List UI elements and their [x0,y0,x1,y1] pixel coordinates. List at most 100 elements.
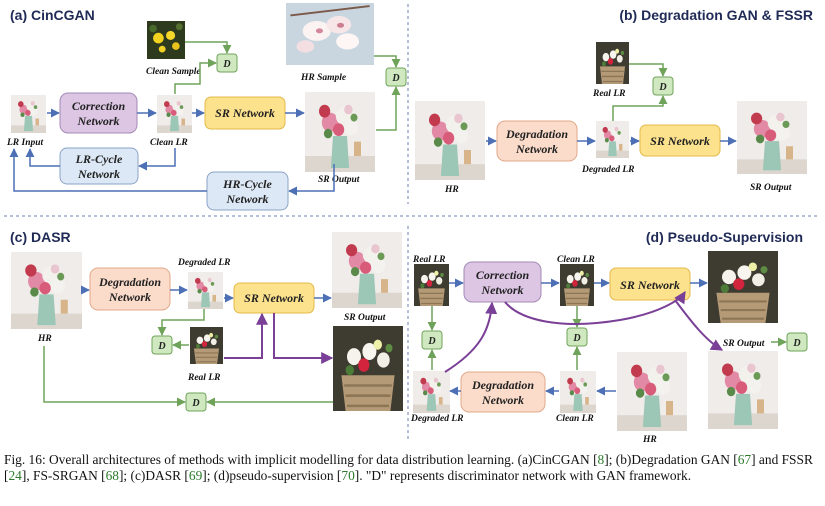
hr-image [11,252,82,329]
sr-network-label: SR Network [650,134,710,148]
discriminator-label: D [391,73,399,84]
figure-caption: Fig. 16: Overall architectures of method… [4,452,818,484]
panel-a-title: (a) CinCGAN [10,7,95,23]
lr-cycle-label-line2: Network [77,167,120,181]
citation-link[interactable]: 68 [105,468,119,483]
clean-lr-bottom-label: Clean LR [556,414,594,424]
sr-output-image [305,92,375,172]
degradation-network-label-line2: Network [515,142,558,156]
sr-network-label: SR Network [620,278,680,292]
discriminator-box [421,330,443,350]
arrow [629,63,668,77]
clean-sample-image [147,21,185,60]
arrow [157,309,205,336]
real-lr-label: Real LR [412,255,445,265]
hr-label: HR [37,334,52,344]
sr-output-label: SR Output [723,339,765,349]
discriminator-label: D [191,398,199,409]
arrow [273,313,334,364]
arrow [43,346,186,407]
lr-input-image [11,95,47,133]
clean-lr-top-label: Clean LR [557,255,595,265]
degradation-network-label-line2: Network [481,393,524,407]
clean-lr-top-image [559,263,595,307]
citation-link[interactable]: 70 [341,468,355,483]
arrow [25,148,60,167]
hr-sample-image [284,1,376,67]
degraded-lr-image [413,371,450,413]
degradation-network-label-line1: Degradation [98,275,161,289]
arrow [674,299,724,351]
panel-d-title: (d) Pseudo-Supervision [646,229,803,245]
discriminator-box [385,67,407,87]
discriminator-label: D [572,333,580,344]
real-lr-label: Real LR [592,89,625,99]
citation-link[interactable]: 69 [188,468,203,483]
degradation-network-box [89,267,171,311]
hr-label: HR [444,185,459,195]
discriminator-label: D [427,336,435,347]
hr-vase-image [708,351,778,429]
sr-output-basket-image [706,249,780,325]
caption-text: ]; (c)DASR [ [118,468,189,483]
clean-sample-label: Clean Sample [146,67,201,77]
panel-dasr: (c) DASR HR Degraded LR SR Output Real L… [10,229,405,413]
arrow [376,86,401,131]
citation-link[interactable]: 8 [597,452,605,467]
discriminator-box [185,392,207,412]
degraded-lr-label: Degraded LR [177,258,231,268]
sr-network-label: SR Network [244,291,304,305]
hr-label: HR [642,435,657,445]
sr-network-label: SR Network [215,106,275,120]
degradation-network-label-line1: Degradation [471,378,534,392]
arrow [612,95,668,121]
real-lr-label: Real LR [187,373,220,383]
correction-network-label-line1: Correction [476,268,530,282]
hr-cycle-label-line2: Network [226,192,269,206]
sr-output-image [737,101,807,174]
caption-text: ]; (b)Degradation GAN [ [604,452,738,467]
discriminator-label: D [792,338,800,349]
discriminator-label: D [157,341,165,352]
caption-text: ], FS-SRGAN [ [21,468,106,483]
citation-link[interactable]: 67 [737,452,752,467]
arrow [288,164,335,196]
degraded-lr-label: Degraded LR [581,165,635,175]
panel-b-title: (b) Degradation GAN & FSSR [619,7,813,23]
panel-cincgan: (a) CinCGAN Clean Sample HR Sample LR In… [6,1,407,211]
discriminator-box [652,76,674,96]
sr-output-label: SR Output [344,313,386,323]
arrow [174,58,217,94]
caption-text: ]; (d)pseudo-supervision [ [202,468,342,483]
hr-cycle-label-line1: HR-Cycle [222,177,272,191]
real-lr-image [413,263,450,307]
discriminator-box [786,332,808,352]
clean-lr-image [157,95,192,133]
architecture-diagram: (a) CinCGAN Clean Sample HR Sample LR In… [4,1,820,445]
panel-c-title: (c) DASR [10,229,71,245]
arrow [444,301,498,373]
clean-lr-label: Clean LR [150,138,188,148]
degraded-lr-image [596,121,629,158]
real-lr-image [189,326,224,365]
arrow [185,41,232,54]
citation-link[interactable]: 24 [8,468,22,483]
degradation-network-label-line2: Network [108,290,151,304]
arrow [374,55,397,67]
discriminator-box [566,327,588,347]
degraded-lr-label: Degraded LR [410,414,464,424]
sr-output-label: SR Output [750,183,792,193]
correction-network-box [463,261,542,303]
panel-degradation-gan-fssr: (b) Degradation GAN & FSSR Real LR HR De… [415,7,813,195]
correction-network-label-line1: Correction [72,99,126,113]
panel-pseudo-supervision: (d) Pseudo-Supervision Real LR Clean LR … [410,229,808,445]
discriminator-label: D [222,59,230,70]
hr-sample-label: HR Sample [300,73,347,83]
sr-output-image [332,232,402,308]
caption-text: Fig. 16: Overall architectures of method… [4,452,598,467]
correction-network-label-line2: Network [481,283,524,297]
arrow [9,148,207,192]
arrow [224,312,268,359]
degradation-network-box [460,371,546,413]
hr-basket-image [331,324,405,413]
